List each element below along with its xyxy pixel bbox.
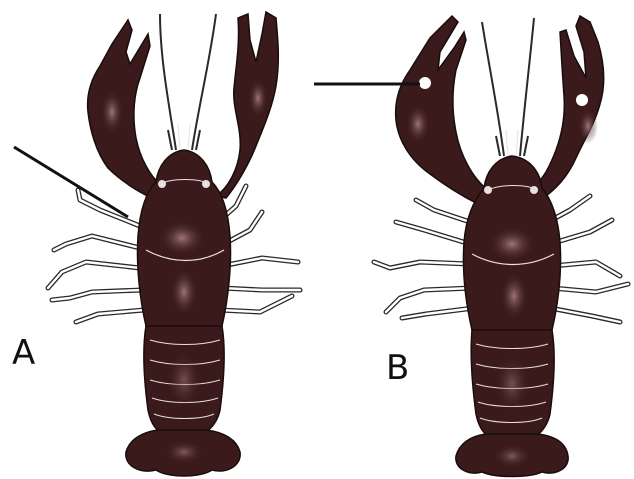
label-b: B (386, 351, 409, 385)
crayfish-a-antennae (160, 14, 216, 150)
crayfish-b-antennae (482, 18, 534, 156)
crayfish-b-claw-right (528, 16, 604, 200)
crayfish-a (48, 12, 300, 476)
crayfish-b-claw-right-spot (576, 94, 588, 106)
crayfish-a-legs-left (48, 190, 144, 322)
label-a: A (12, 336, 35, 370)
crayfish-b-claw-left-spot (419, 77, 431, 89)
crayfish-a-claw-right (216, 12, 278, 198)
